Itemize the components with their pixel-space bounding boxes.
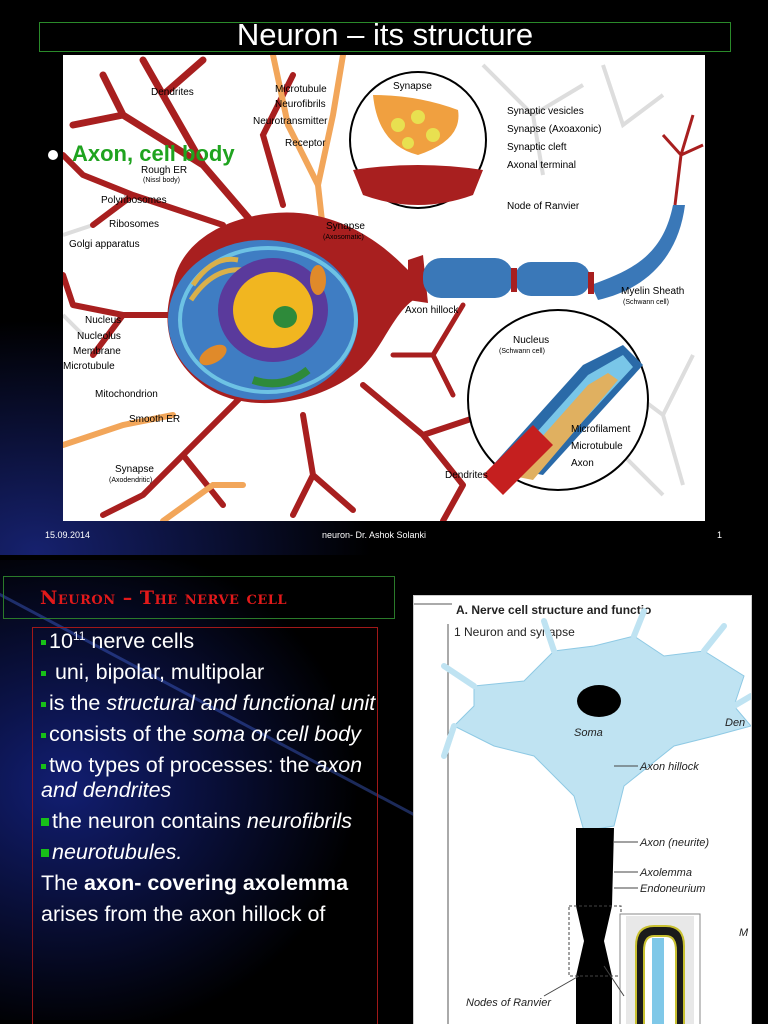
- label-axon: Axon: [571, 458, 594, 469]
- myelin-inset: [467, 309, 649, 495]
- slide-title: Neuron – its structure: [39, 17, 731, 52]
- label-myelin-sheath: Myelin Sheath: [621, 286, 684, 297]
- list-item: 1011 nerve cells: [41, 629, 381, 654]
- bullet-list: 1011 nerve cells uni, bipolar, multipola…: [41, 629, 381, 933]
- label-den: Den: [725, 717, 745, 729]
- label-microtubule-left: Microtubule: [63, 361, 115, 372]
- label-dendrites-top: Dendrites: [151, 87, 194, 98]
- label-nucleus: Nucleus: [85, 315, 121, 326]
- label-membrane: Membrane: [73, 346, 121, 357]
- bullet-dot-icon: [48, 150, 58, 161]
- list-item: two types of processes: the axon and den…: [41, 753, 363, 802]
- label-nucleus-schwann: Nucleus: [513, 335, 549, 346]
- label-soma: Soma: [574, 727, 603, 739]
- figure-nucleus: [577, 685, 621, 717]
- label-microfilament: Microfilament: [571, 424, 631, 435]
- square-bullet-icon: [41, 818, 49, 827]
- figure-myelin-zoom: [603, 913, 701, 1024]
- label-axon-neurite: Axon (neurite): [639, 837, 709, 849]
- label-neurotransmitter: Neurotransmitter: [253, 116, 328, 127]
- footer-date: 15.09.2014: [45, 530, 91, 540]
- label-dendrites-bottom: Dendrites: [445, 470, 488, 481]
- neuron-soma: [453, 635, 751, 832]
- label-node-ranvier: Node of Ranvier: [507, 201, 580, 212]
- faint-neurons: [63, 63, 695, 497]
- label-golgi: Golgi apparatus: [69, 239, 140, 250]
- slide-1: Neuron – its structure: [0, 17, 731, 555]
- label-rough-er: Rough ER: [141, 165, 187, 176]
- label-axosomatic: (Axosomatic): [323, 234, 364, 241]
- synapse-inset: [349, 71, 487, 209]
- label-nissl-body: (Nissl body): [143, 177, 180, 184]
- label-axon-hillock: Axon hillock: [639, 761, 699, 773]
- square-bullet-icon: [41, 701, 46, 707]
- label-axonal-terminal: Axonal terminal: [507, 160, 576, 171]
- label-synaptic-cleft: Synaptic cleft: [507, 142, 567, 153]
- list-item: uni, bipolar, multipolar: [41, 660, 381, 685]
- label-polyribosomes: Polyribosomes: [101, 195, 167, 206]
- square-bullet-icon: [41, 849, 49, 858]
- dendrites: [63, 56, 526, 521]
- bullet-axon-cell-body: Axon, cell body: [48, 141, 235, 167]
- slide-2: Neuron – The nerve cell 1011 nerve cells…: [0, 560, 768, 1024]
- label-schwann-cell: (Schwann cell): [623, 299, 669, 306]
- figure-heading: A. Nerve cell structure and functio: [456, 603, 651, 617]
- square-bullet-icon: [41, 670, 46, 676]
- neuron-diagram: Dendrites Microtubule Neurofibrils Neuro…: [63, 55, 705, 521]
- footer-page: 1: [717, 530, 723, 540]
- label-endoneurium: Endoneurium: [640, 883, 705, 895]
- myelinated-axon: [423, 114, 704, 300]
- list-item: neurotubules.: [41, 840, 381, 865]
- last-line: arises from the axon hillock of: [41, 902, 326, 926]
- square-bullet-icon: [41, 732, 46, 738]
- content-frame: [32, 627, 378, 1024]
- figure-dendrites: [441, 608, 751, 759]
- label-ribosomes: Ribosomes: [109, 219, 159, 230]
- list-item: the neuron contains neurofibrils: [41, 809, 381, 834]
- label-microtubule-right: Microtubule: [571, 441, 623, 452]
- label-axodendritic: (Axodendritic): [109, 477, 152, 484]
- figure-subheading: 1 Neuron and synapse: [454, 625, 575, 639]
- label-synapse-top: Synapse: [393, 81, 432, 92]
- label-synapse-axosomatic: Synapse: [326, 221, 365, 232]
- axon-line: The axon- covering axolemma: [41, 871, 349, 895]
- label-neurofibrils: Neurofibrils: [275, 99, 326, 110]
- figure-leader-lines: [543, 765, 638, 997]
- label-smooth-er: Smooth ER: [129, 414, 180, 425]
- label-synapse-bottom: Synapse: [115, 464, 154, 475]
- label-m: M: [739, 927, 749, 939]
- label-synaptic-vesicles: Synaptic vesicles: [507, 106, 584, 117]
- nerve-cell-figure: A. Nerve cell structure and functio 1 Ne…: [413, 595, 752, 1024]
- label-mitochondrion: Mitochondrion: [95, 389, 158, 400]
- presynaptic-axons: [63, 55, 346, 521]
- label-receptor: Receptor: [285, 138, 326, 149]
- slide2-title: Neuron – The nerve cell: [3, 576, 395, 619]
- background-gradient: [0, 560, 400, 1020]
- label-nucleolus: Nucleolus: [77, 331, 121, 342]
- label-microtubule: Microtubule: [275, 84, 327, 95]
- square-bullet-icon: [41, 639, 46, 645]
- square-bullet-icon: [41, 763, 46, 769]
- label-nodes-ranvier: Nodes of Ranvier: [466, 997, 552, 1009]
- figure-axon: [576, 828, 614, 1024]
- label-synapse-axoaxonic: Synapse (Axoaxonic): [507, 124, 602, 135]
- list-item: is the structural and functional unit: [41, 691, 381, 716]
- list-item: consists of the soma or cell body: [41, 722, 381, 747]
- footer-author: neuron- Dr. Ashok Solanki: [322, 530, 427, 540]
- label-axon-hillock: Axon hillock: [405, 305, 459, 316]
- label-schwann-cell-2: (Schwann cell): [499, 348, 545, 355]
- label-axolemma: Axolemma: [639, 867, 692, 879]
